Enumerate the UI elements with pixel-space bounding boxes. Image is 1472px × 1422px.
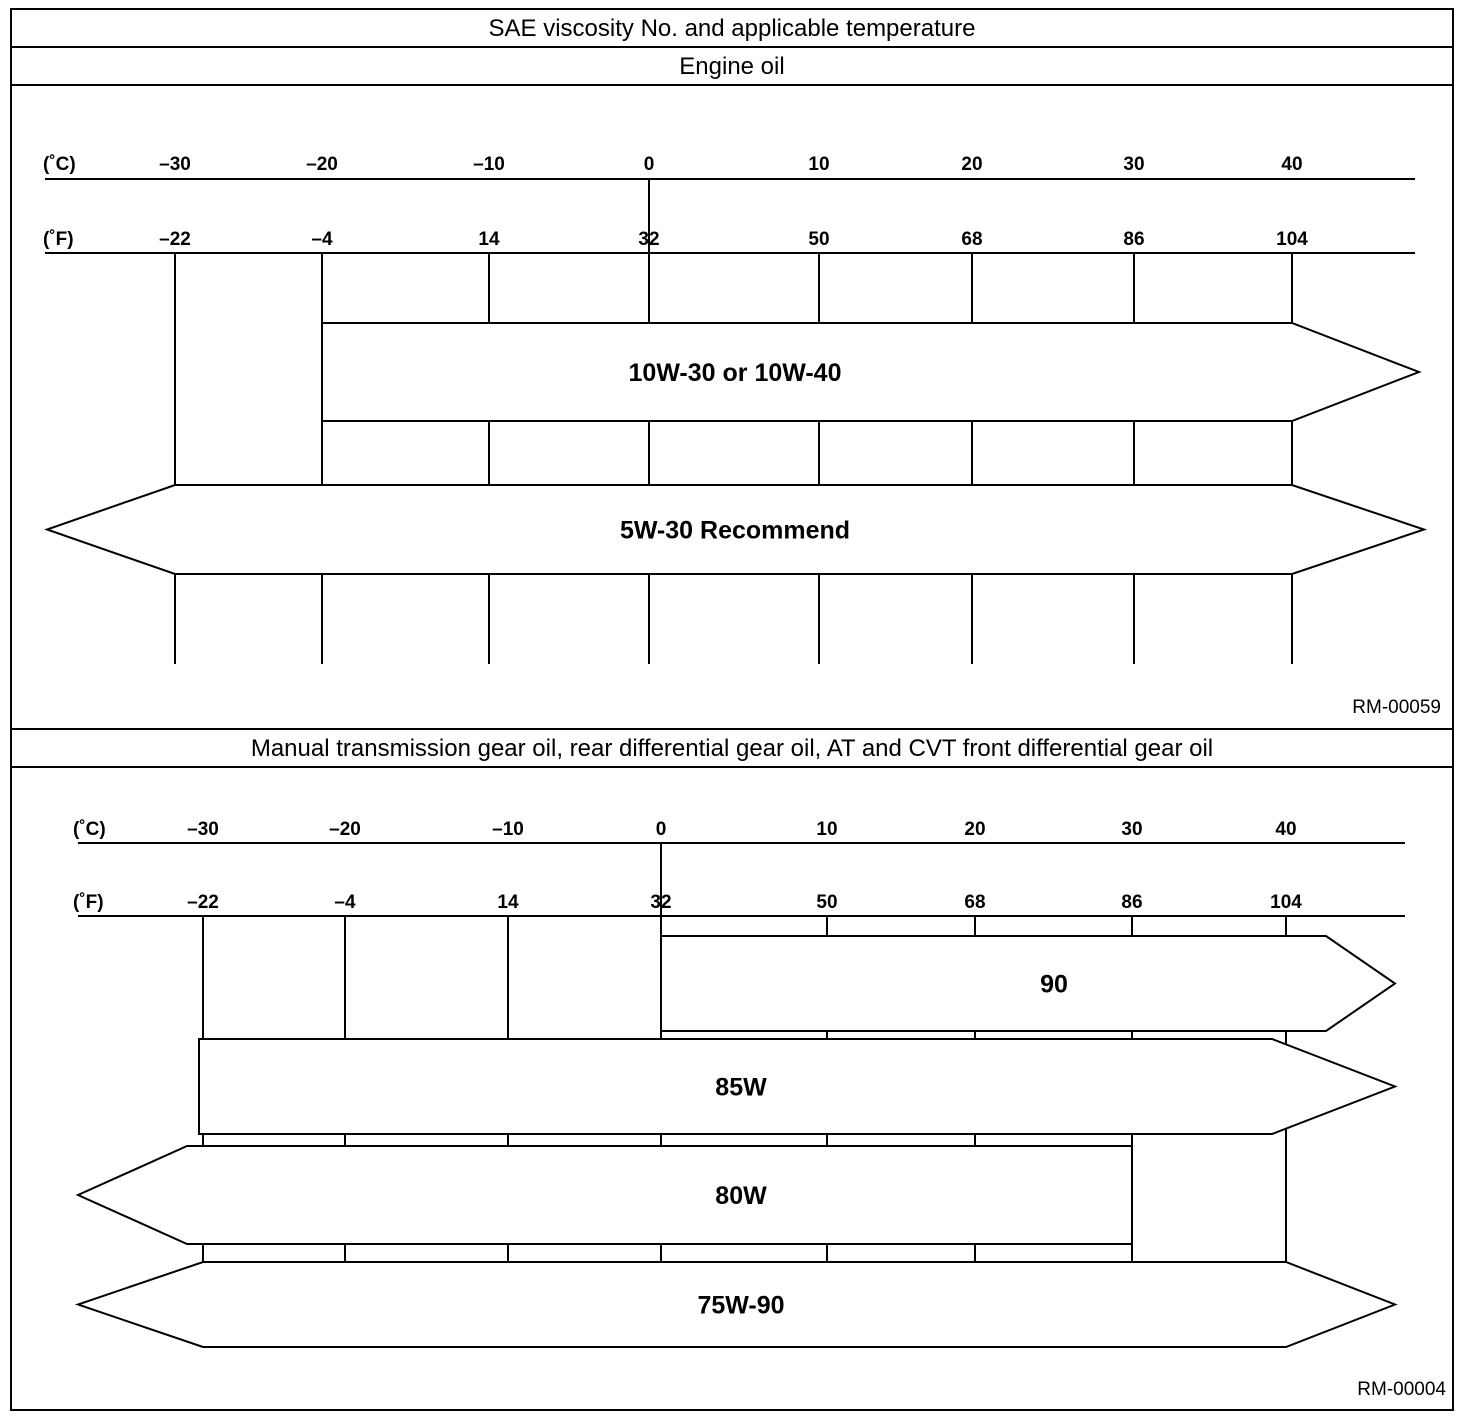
fahrenheit-tick-label: 104 xyxy=(1276,229,1308,250)
viscosity-band-shape xyxy=(198,1038,1398,1135)
viscosity-band-label: 90 xyxy=(1040,971,1068,999)
celsius-tick-label: 0 xyxy=(656,819,667,840)
celsius-tick-label: –10 xyxy=(492,819,524,840)
fahrenheit-tick-label: 50 xyxy=(816,892,837,913)
fahrenheit-tick-label: –4 xyxy=(334,892,356,913)
gear-oil-heading: Manual transmission gear oil, rear diffe… xyxy=(251,735,1213,762)
viscosity-band-shape xyxy=(43,484,1428,575)
celsius-tick-label: –30 xyxy=(159,154,191,175)
fahrenheit-tick-label: –22 xyxy=(187,892,219,913)
celsius-tick-label: 0 xyxy=(644,154,655,175)
outer-frame xyxy=(10,8,1454,1411)
viscosity-band-shape xyxy=(74,1261,1398,1348)
celsius-tick-label: 20 xyxy=(961,154,982,175)
celsius-tick-label: 20 xyxy=(964,819,985,840)
fahrenheit-tick-label: 86 xyxy=(1121,892,1142,913)
viscosity-band-shape xyxy=(321,322,1422,422)
engine-oil-heading: Engine oil xyxy=(679,53,784,80)
chart-title: SAE viscosity No. and applicable tempera… xyxy=(489,15,976,42)
fahrenheit-tick-label: 68 xyxy=(961,229,982,250)
celsius-tick-label: 30 xyxy=(1123,154,1144,175)
celsius-tick-label: 40 xyxy=(1275,819,1296,840)
fahrenheit-tick-label: 14 xyxy=(497,892,519,913)
celsius-tick-label: –20 xyxy=(329,819,361,840)
celsius-tick-label: –30 xyxy=(187,819,219,840)
fahrenheit-tick-label: 68 xyxy=(964,892,985,913)
fahrenheit-tick-label: 86 xyxy=(1123,229,1144,250)
celsius-tick-label: 10 xyxy=(808,154,829,175)
viscosity-band-shape xyxy=(660,935,1397,1032)
fahrenheit-unit-label: (˚F) xyxy=(43,229,74,250)
viscosity-band-label: 75W-90 xyxy=(697,1292,784,1320)
viscosity-band-label: 10W-30 or 10W-40 xyxy=(629,359,842,387)
viscosity-band-shape xyxy=(75,1145,1133,1245)
fahrenheit-tick-label: 50 xyxy=(808,229,829,250)
celsius-tick-label: 10 xyxy=(816,819,837,840)
celsius-tick-label: –10 xyxy=(473,154,505,175)
fahrenheit-unit-label: (˚F) xyxy=(73,892,104,913)
fahrenheit-tick-label: –22 xyxy=(159,229,191,250)
viscosity-band-label: 5W-30 Recommend xyxy=(620,517,850,545)
gear-oil-ref: RM-00004 xyxy=(1357,1379,1446,1400)
celsius-tick-label: 30 xyxy=(1121,819,1142,840)
viscosity-band-label: 85W xyxy=(715,1074,767,1102)
celsius-unit-label: (˚C) xyxy=(73,819,106,840)
engine-oil-ref: RM-00059 xyxy=(1352,697,1441,718)
viscosity-band-label: 80W xyxy=(715,1182,767,1210)
celsius-unit-label: (˚C) xyxy=(43,154,76,175)
fahrenheit-tick-label: –4 xyxy=(311,229,333,250)
celsius-tick-label: –20 xyxy=(306,154,338,175)
fahrenheit-tick-label: 14 xyxy=(478,229,500,250)
celsius-tick-label: 40 xyxy=(1281,154,1302,175)
fahrenheit-tick-label: 104 xyxy=(1270,892,1302,913)
